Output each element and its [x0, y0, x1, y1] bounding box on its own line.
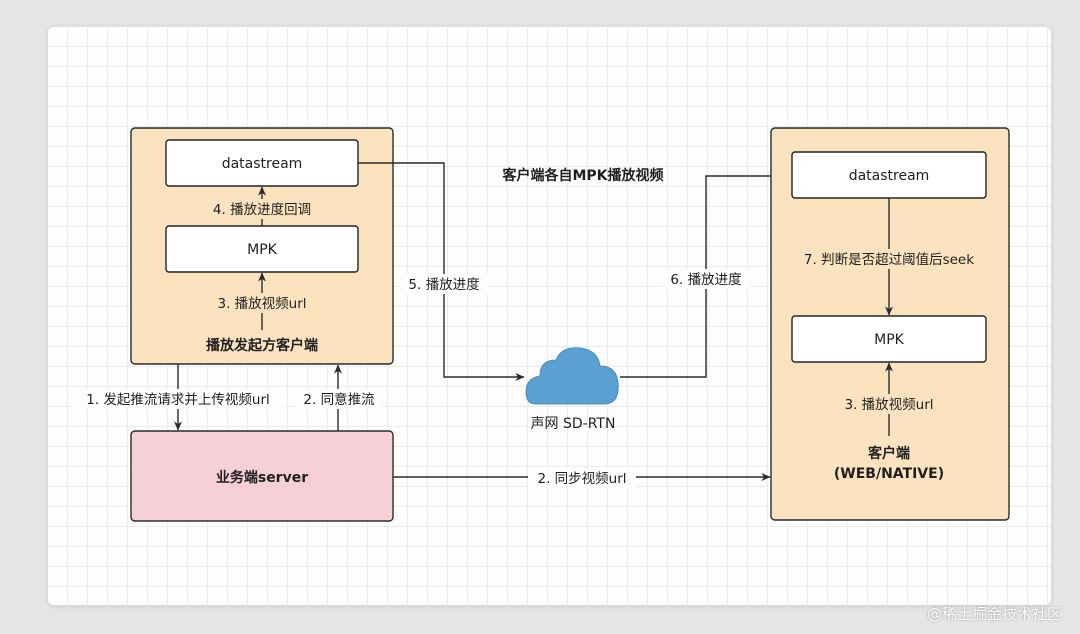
edge-label-progress-5: 5. 播放进度: [408, 277, 479, 293]
right-datastream-label: datastream: [849, 168, 930, 184]
edge-label-bg: [400, 274, 488, 294]
left-datastream-label: datastream: [222, 156, 303, 172]
edge-label-agree-push: 2. 同意推流: [303, 391, 375, 408]
watermark: @稀土掘金技术社区: [926, 605, 1062, 623]
edge-label-bg: [200, 199, 324, 219]
edge-label-bg: [528, 468, 636, 488]
edge-label-sync-url: 2. 同步视频url: [537, 471, 626, 487]
edge-label-bg: [836, 394, 942, 414]
edge-label-left-progress-callback: 4. 播放进度回调: [213, 202, 311, 218]
cloud-icon: [525, 347, 619, 405]
edge-label-bg: [662, 269, 750, 289]
edge-label-right-play-url: 3. 播放视频url: [844, 397, 933, 413]
edge-label-progress-6: 6. 播放进度: [670, 272, 741, 288]
edge-label-bg: [792, 249, 986, 269]
cloud-label: 声网 SD-RTN: [531, 416, 616, 432]
right-group-title-line2: (WEB/NATIVE): [834, 466, 944, 482]
right-mpk-node: [791, 315, 987, 363]
header-note: 客户端各自MPK播放视频: [501, 167, 663, 184]
edge-label-push-request: 1. 发起推流请求并上传视频url: [86, 392, 270, 408]
left-mpk-label: MPK: [247, 242, 278, 258]
edge-label-bg: [296, 389, 382, 409]
right-group-title-line1: 客户端: [867, 445, 910, 462]
left-group-title: 播放发起方客户端: [206, 337, 318, 354]
edge-datastream-to-cloud: [358, 162, 525, 381]
edge-label-left-play-url: 3. 播放视频url: [217, 296, 306, 312]
edge-label-bg: [208, 293, 318, 313]
business-server-node: [130, 430, 394, 522]
business-server-label: 业务端server: [216, 469, 308, 486]
edge-label-bg: [72, 389, 284, 409]
edge-label-seek-threshold: 7. 判断是否超过阈值后seek: [804, 252, 974, 268]
right-mpk-label: MPK: [874, 332, 905, 348]
